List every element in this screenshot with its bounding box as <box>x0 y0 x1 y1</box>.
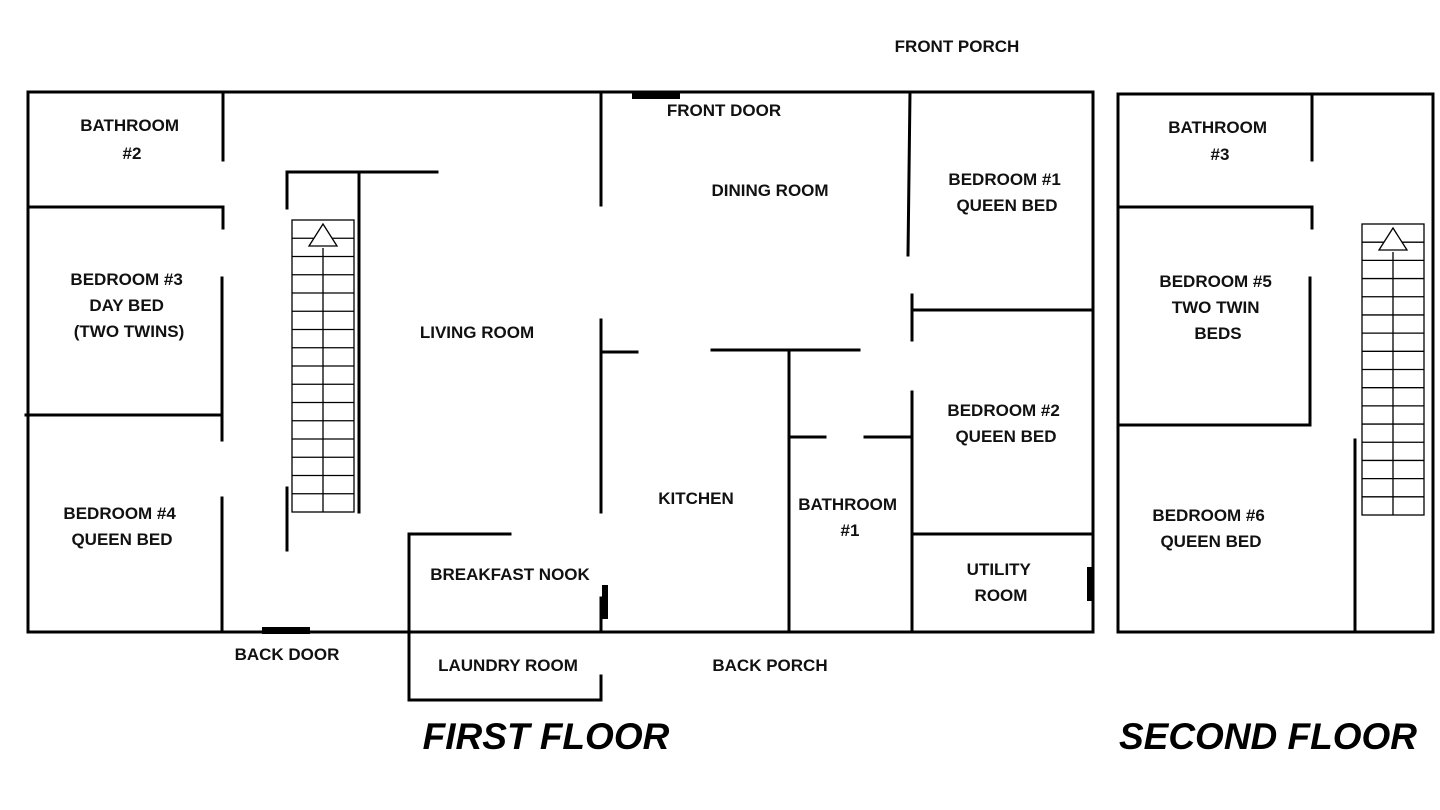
label-bedroom-5: BEDROOM #5 TWO TWIN BEDS <box>1159 272 1276 343</box>
second-floor-outer-wall <box>1116 92 1435 634</box>
label-front-door: FRONT DOOR <box>667 101 781 120</box>
label-dining-room: DINING ROOM <box>711 181 828 200</box>
label-front-porch: FRONT PORCH <box>895 37 1020 56</box>
second-floor-staircase <box>1361 223 1425 516</box>
label-bathroom-1: BATHROOM #1 <box>798 495 902 540</box>
label-breakfast-nook: BREAKFAST NOOK <box>430 565 590 584</box>
label-bedroom-1: BEDROOM #1 QUEEN BED <box>948 170 1065 215</box>
label-bedroom-3: BEDROOM #3 DAY BED (TWO TWINS) <box>70 270 187 341</box>
second-floor-title: SECOND FLOOR <box>1119 716 1417 757</box>
label-laundry-room: LAUNDRY ROOM <box>438 656 578 675</box>
label-bedroom-2: BEDROOM #2 QUEEN BED <box>947 401 1064 446</box>
label-back-porch: BACK PORCH <box>712 656 827 675</box>
stair-up-arrow-icon <box>307 222 339 247</box>
utility-door-marker <box>1087 567 1094 601</box>
label-bedroom-6: BEDROOM #6 QUEEN BED <box>1152 506 1269 551</box>
label-kitchen: KITCHEN <box>658 489 734 508</box>
first-floor-staircase <box>291 219 355 513</box>
label-back-door: BACK DOOR <box>235 645 340 664</box>
label-bathroom-3: BATHROOM #3 <box>1168 118 1272 164</box>
label-bathroom-2: BATHROOM #2 <box>80 116 184 163</box>
first-floor-outer-wall <box>26 90 1095 634</box>
label-bedroom-4: BEDROOM #4 QUEEN BED <box>63 504 180 549</box>
label-living-room: LIVING ROOM <box>420 323 534 342</box>
back-door-marker <box>262 627 310 634</box>
stair-up-arrow-icon <box>1377 226 1409 251</box>
first-floor-walls <box>24 90 1095 702</box>
first-floor-title: FIRST FLOOR <box>423 716 670 757</box>
front-door-marker <box>632 92 680 99</box>
nook-door-marker <box>602 585 608 619</box>
label-utility-room: UTILITY ROOM <box>967 560 1036 605</box>
second-floor-walls <box>1116 92 1435 634</box>
first-floor-doors <box>262 92 1094 634</box>
